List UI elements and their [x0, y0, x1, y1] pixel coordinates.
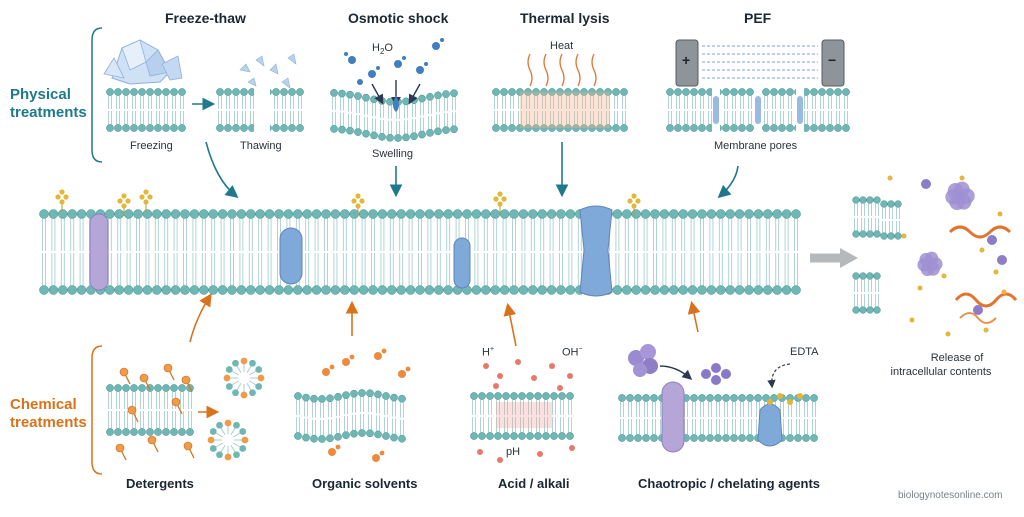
chaotropic-label: Chaotropic / chelating agents: [638, 476, 821, 491]
physical-bracket: [91, 27, 103, 163]
h-plus-label: H+: [482, 346, 495, 359]
ice-crystal-icon: [103, 39, 183, 85]
electric-field-lines: [702, 45, 818, 79]
ice-fragments-icon: [239, 53, 297, 89]
positive-electrode: [675, 39, 699, 87]
edta-arrow: [767, 363, 791, 389]
pef-arrow: [717, 165, 739, 199]
detergents-label: Detergents: [126, 476, 194, 491]
thermal-lysis-title: Thermal lysis: [520, 10, 610, 26]
water-molecules-icon: [344, 38, 444, 85]
chemical-bracket: [91, 345, 103, 475]
detergent-membrane: [106, 384, 194, 436]
chemical-treatments-label: Chemical treatments: [10, 396, 87, 431]
membrane-pores-label: Membrane pores: [714, 140, 798, 152]
minus-sign: −: [828, 52, 837, 68]
release-label-line2: intracellular contents: [890, 366, 992, 378]
heat-waves-icon: [527, 53, 597, 87]
swelling-label: Swelling: [372, 148, 413, 160]
acid-membrane: [470, 392, 574, 440]
solvent-molecules: [322, 348, 411, 462]
pef-title: PEF: [744, 10, 772, 26]
acid-arrow: [503, 302, 517, 347]
released-contents: [887, 175, 1018, 337]
ph-ions: [477, 359, 575, 463]
osmotic-membrane: [330, 89, 458, 142]
site-credit: biologynotesonline.com: [898, 490, 1003, 501]
heat-glow: [520, 92, 610, 128]
pef-membrane: [666, 88, 850, 132]
plus-sign: +: [682, 52, 691, 68]
heat-label: Heat: [550, 40, 574, 52]
chaotrope-molecule-icon: [628, 344, 658, 377]
oh-minus-label: OH−: [562, 346, 583, 359]
solvent-membrane: [294, 389, 406, 443]
organic-solvents-label: Organic solvents: [312, 476, 418, 491]
chaotropic-arrow: [687, 300, 701, 333]
release-arrow-head: [840, 248, 858, 268]
thermal-membrane: [492, 88, 628, 132]
thawing-label: Thawing: [240, 140, 282, 152]
release-label-line1: Release of: [930, 352, 984, 364]
chaotrope-cluster-icon: [701, 363, 731, 385]
freezing-label: Freezing: [130, 140, 173, 152]
detergent-molecules: [115, 363, 195, 461]
micelles: [207, 357, 265, 461]
freeze-thaw-title: Freeze-thaw: [165, 10, 246, 26]
ruptured-cell-membrane: [852, 196, 902, 314]
negative-electrode: [821, 39, 845, 87]
water-label: H2O: [372, 42, 393, 57]
osmotic-shock-title: Osmotic shock: [348, 10, 449, 26]
freezing-membrane: [106, 88, 186, 132]
thawing-membrane: [216, 86, 304, 134]
acid-alkali-label: Acid / alkali: [498, 476, 570, 491]
edta-ions: [767, 393, 803, 405]
detergent-arrow: [189, 293, 212, 343]
physical-treatments-label: Physical treatments: [10, 86, 87, 121]
edta-label: EDTA: [790, 346, 819, 358]
freeze-thaw-arrow: [205, 141, 239, 199]
water-droplet-icon: [393, 96, 399, 112]
ph-label: pH: [506, 446, 521, 458]
chaotropic-membrane: [618, 381, 818, 453]
main-membrane: [39, 189, 801, 297]
chaotrope-arrow: [659, 365, 693, 380]
